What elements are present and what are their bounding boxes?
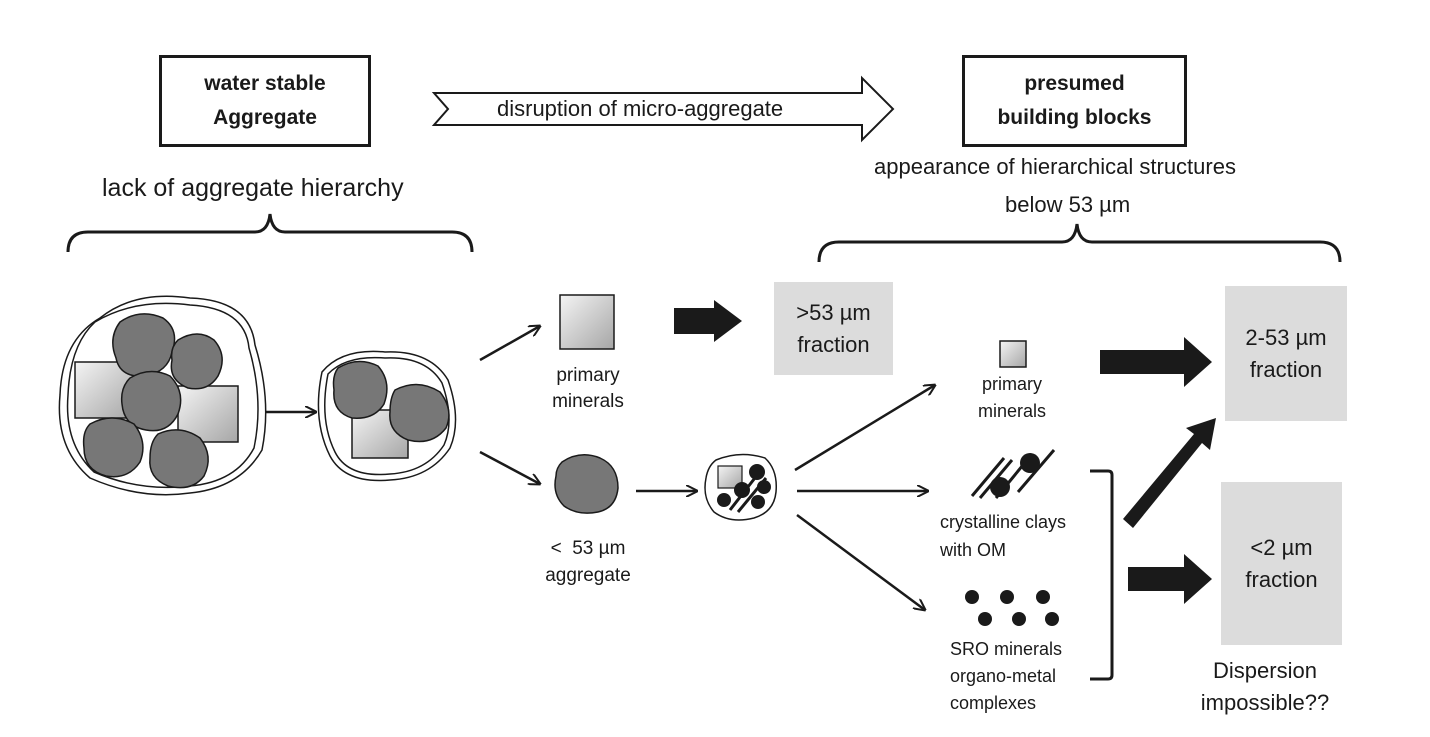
- fraction-gt53-line2: fraction: [797, 331, 870, 357]
- block-arrow-gt53: [674, 300, 742, 342]
- medium-aggregate-illustration: [317, 350, 457, 482]
- right-primary-line2: minerals: [977, 401, 1047, 421]
- block-arrow-to-2-53: [1100, 337, 1212, 387]
- dispersion-line2: impossible??: [1200, 689, 1330, 715]
- block-arrow-diagonal: [1123, 418, 1216, 528]
- right-primary-mineral-square: [999, 340, 1027, 368]
- fraction-lt2-line1: <2 µm: [1250, 534, 1313, 560]
- primary-mineral-square: [559, 294, 615, 350]
- dispersion-label: Dispersion impossible??: [1185, 655, 1345, 719]
- right-primary-minerals-label: primary minerals: [962, 371, 1062, 425]
- fraction-box-2-53: 2-53 µm fraction: [1225, 286, 1347, 421]
- fraction-2-53-line2: fraction: [1249, 356, 1323, 382]
- clays-line1: crystalline clays: [940, 512, 1067, 532]
- lack-of-hierarchy-caption: lack of aggregate hierarchy: [102, 174, 404, 202]
- water-stable-line2: Aggregate: [213, 106, 317, 129]
- crystalline-clays-label: crystalline clays with OM: [940, 509, 1066, 565]
- crystalline-clays-icon: [970, 449, 1056, 499]
- micro-aggregate-illustration: [704, 453, 778, 521]
- primary-minerals-label: primary minerals: [538, 363, 638, 414]
- arrow-to-small-aggregate: [479, 450, 540, 484]
- building-blocks-box: presumed building blocks: [962, 55, 1187, 147]
- fraction-lt2-line2: fraction: [1245, 566, 1318, 592]
- small-aggregate-blob: [554, 454, 619, 514]
- small-aggregate-line2: aggregate: [545, 564, 631, 586]
- vertical-bracket: [1090, 469, 1114, 681]
- block-arrow-to-lt2: [1128, 554, 1212, 604]
- arrow-to-primary-minerals: [479, 326, 540, 362]
- right-brace: [817, 223, 1342, 263]
- fraction-2-53-line1: 2-53 µm: [1245, 324, 1327, 350]
- hierarchical-structures-caption: appearance of hierarchical structures: [874, 154, 1236, 179]
- fraction-box-gt53: >53 µm fraction: [774, 282, 893, 375]
- clays-line2: with OM: [940, 539, 1007, 560]
- building-blocks-line1: presumed: [1024, 72, 1125, 96]
- water-stable-aggregate-box: water stable Aggregate: [159, 55, 371, 147]
- primary-minerals-line1: primary: [556, 365, 620, 386]
- disruption-label: disruption of micro-aggregate: [497, 96, 784, 121]
- primary-minerals-line2: minerals: [552, 390, 624, 412]
- disruption-arrow: [431, 75, 895, 143]
- sro-line2: organo-metal: [950, 666, 1057, 686]
- small-aggregate-label: < 53 µm aggregate: [530, 536, 646, 589]
- building-blocks-line2: building blocks: [997, 106, 1152, 129]
- below-53-caption: below 53 µm: [1005, 192, 1131, 217]
- sro-line1: SRO minerals: [950, 639, 1063, 659]
- fraction-box-lt2: <2 µm fraction: [1221, 482, 1342, 645]
- arrow-to-sro: [796, 513, 925, 610]
- sro-line3: complexes: [950, 693, 1037, 713]
- dispersion-line1: Dispersion: [1213, 658, 1317, 683]
- arrow-to-right-primary: [794, 385, 935, 472]
- large-aggregate-illustration: [58, 295, 267, 496]
- water-stable-line1: water stable: [204, 72, 326, 96]
- small-aggregate-line1: < 53 µm: [550, 538, 626, 559]
- sro-minerals-label: SRO minerals organo-metal complexes: [950, 636, 1062, 717]
- fraction-gt53-line1: >53 µm: [796, 299, 871, 325]
- left-brace: [66, 213, 474, 253]
- right-primary-line1: primary: [981, 374, 1042, 394]
- sro-minerals-dots: [965, 590, 1059, 626]
